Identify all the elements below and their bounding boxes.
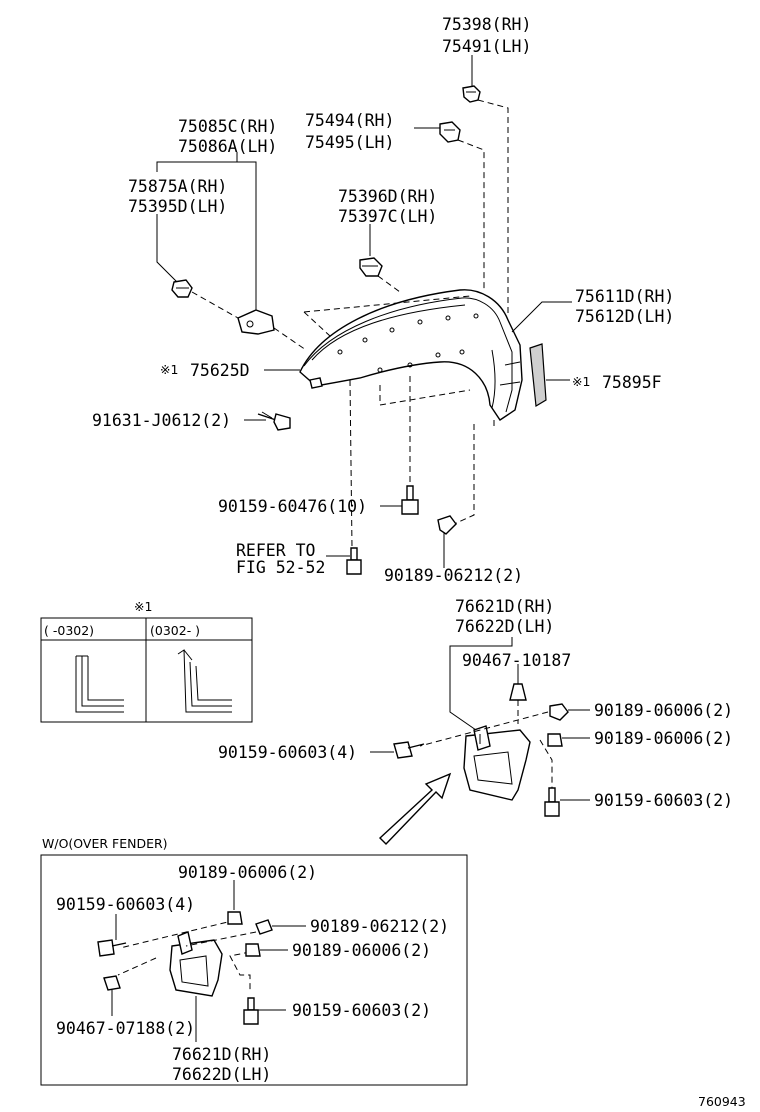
inset-label-90467-07188: 90467-07188(2) bbox=[56, 1019, 195, 1038]
bolt-refer bbox=[346, 547, 362, 575]
note-box bbox=[40, 617, 253, 723]
nut-90189-06006-b bbox=[547, 733, 563, 747]
bracket-75085c bbox=[237, 309, 275, 335]
label-75494: 75494(RH) bbox=[305, 111, 394, 130]
bolt-90159-60603-2 bbox=[544, 787, 560, 817]
clip-fender-low bbox=[309, 377, 323, 389]
label-76622d: 76622D(LH) bbox=[455, 617, 554, 636]
label-refer-1: REFER TO bbox=[236, 541, 315, 560]
inset-label-90189-06006-top: 90189-06006(2) bbox=[178, 863, 317, 882]
label-90189-06006-a: 90189-06006(2) bbox=[594, 701, 733, 720]
screw-90189-06212 bbox=[437, 515, 457, 535]
note-box-mark: ※1 bbox=[134, 599, 152, 614]
label-90159-60476: 90159-60476(10) bbox=[218, 497, 367, 516]
label-refer-2: FIG 52-52 bbox=[236, 558, 325, 577]
inset-screw-06212 bbox=[255, 919, 273, 935]
label-75085c: 75085C(RH) bbox=[178, 117, 277, 136]
inset-title: W/O(OVER FENDER) bbox=[42, 836, 168, 851]
clip-75396d bbox=[359, 257, 383, 277]
inset-label-90189-06006-mid: 90189-06006(2) bbox=[292, 941, 431, 960]
inset-label-76622d: 76622D(LH) bbox=[172, 1065, 271, 1084]
label-90159-60603-2: 90159-60603(2) bbox=[594, 791, 733, 810]
label-75495: 75495(LH) bbox=[305, 133, 394, 152]
inset-bolt-4 bbox=[97, 939, 127, 957]
bolt-90159-60603-4 bbox=[393, 741, 425, 759]
label-75491: 75491(LH) bbox=[442, 37, 531, 56]
label-75895f: 75895F bbox=[602, 373, 662, 392]
clip-75875a bbox=[171, 279, 193, 298]
inset-label-90189-06212: 90189-06212(2) bbox=[310, 917, 449, 936]
nut-90189-06006-a bbox=[549, 703, 569, 721]
label-75612d: 75612D(LH) bbox=[575, 307, 674, 326]
inset-label-90159-60603-4: 90159-60603(4) bbox=[56, 895, 195, 914]
moulding-75895f bbox=[529, 343, 547, 407]
inset-box bbox=[40, 854, 468, 1086]
mudguard-76621d bbox=[463, 725, 531, 801]
label-75395d: 75395D(LH) bbox=[128, 197, 227, 216]
inset-mudguard bbox=[169, 931, 223, 997]
label-75398: 75398(RH) bbox=[442, 15, 531, 34]
clip-90467-10187 bbox=[509, 683, 527, 701]
screw-91631 bbox=[257, 411, 291, 431]
mark-75625d: ※1 bbox=[160, 362, 178, 377]
clip-75398 bbox=[462, 85, 481, 103]
inset-label-90159-60603-2: 90159-60603(2) bbox=[292, 1001, 431, 1020]
inset-label-76621d: 76621D(RH) bbox=[172, 1045, 271, 1064]
label-75086a: 75086A(LH) bbox=[178, 137, 277, 156]
inset-bolt-2 bbox=[243, 997, 259, 1025]
figure-number: 760943 bbox=[698, 1094, 746, 1109]
mark-75895f: ※1 bbox=[572, 374, 590, 389]
inset-clip-07188 bbox=[103, 975, 121, 991]
label-75875a: 75875A(RH) bbox=[128, 177, 227, 196]
bolt-90159-60476 bbox=[401, 485, 419, 515]
inset-nut-mid bbox=[245, 943, 261, 957]
label-75611d: 75611D(RH) bbox=[575, 287, 674, 306]
inset-nut-top bbox=[227, 911, 243, 925]
label-75625d: 75625D bbox=[190, 361, 250, 380]
label-75396d: 75396D(RH) bbox=[338, 187, 437, 206]
note-box-col-2: (0302- ) bbox=[150, 623, 200, 638]
over-fender bbox=[299, 289, 523, 421]
label-90189-06006-b: 90189-06006(2) bbox=[594, 729, 733, 748]
label-90189-06212: 90189-06212(2) bbox=[384, 566, 523, 585]
direction-arrow bbox=[378, 772, 452, 845]
label-76621d: 76621D(RH) bbox=[455, 597, 554, 616]
label-90467-10187: 90467-10187 bbox=[462, 651, 571, 670]
label-91631: 91631-J0612(2) bbox=[92, 411, 231, 430]
label-75397c: 75397C(LH) bbox=[338, 207, 437, 226]
note-box-col-1: ( -0302) bbox=[44, 623, 94, 638]
clip-75494 bbox=[439, 121, 461, 143]
label-90159-60603-4: 90159-60603(4) bbox=[218, 743, 357, 762]
